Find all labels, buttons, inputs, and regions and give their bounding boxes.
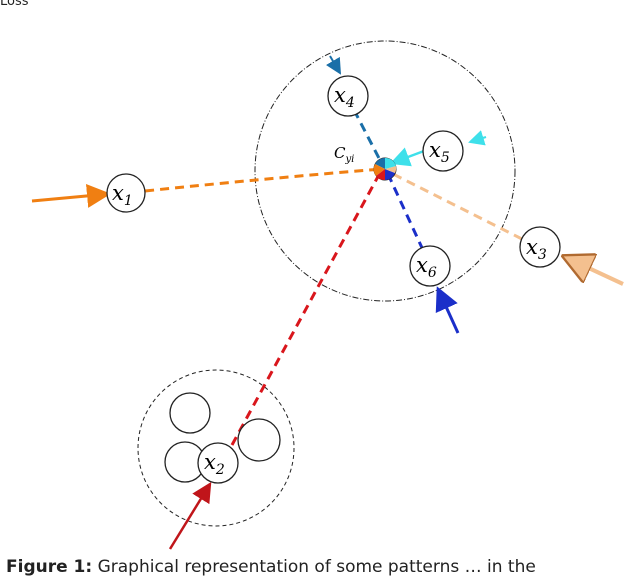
- center-marker: [373, 157, 397, 181]
- arrow-x4: [326, 55, 342, 75]
- connector-x1: [144, 167, 383, 193]
- arrow-x3: [565, 257, 624, 286]
- neighbor-circle: [169, 392, 211, 434]
- figure-caption: Figure 1: Graphical representation of so…: [6, 557, 640, 577]
- caption-text: Graphical representation of some pattern…: [92, 557, 536, 577]
- node-x1: x1: [106, 173, 146, 213]
- svg-text:x5: x5: [429, 138, 450, 166]
- arrow-x5: [468, 130, 487, 146]
- svg-text:x3: x3: [526, 235, 547, 263]
- arrow-x2: [168, 481, 212, 550]
- connector-x2: [230, 170, 383, 446]
- cluster-circle: [137, 369, 295, 527]
- node-x3: x3: [519, 226, 561, 268]
- caption-prefix: Figure 1:: [6, 557, 93, 577]
- connector-x6: [386, 173, 425, 251]
- arrow-x1: [31, 183, 111, 208]
- node-x2: x2: [197, 442, 239, 484]
- center-label: Cyi: [334, 144, 354, 165]
- node-x6: x6: [409, 245, 451, 287]
- svg-text:x6: x6: [416, 253, 437, 281]
- svg-text:x1: x1: [112, 181, 133, 209]
- connector-x3: [388, 170, 523, 241]
- header-text: Loss: [0, 0, 29, 9]
- svg-text:x2: x2: [204, 450, 225, 478]
- class-boundary-circle: [254, 40, 516, 302]
- connector-x4: [352, 109, 384, 165]
- diagram: Cyi x1 x2 x3 x4 x5 x6: [31, 40, 624, 550]
- node-x5: x5: [422, 130, 464, 172]
- node-x4: x4: [327, 75, 369, 117]
- svg-text:x4: x4: [334, 83, 355, 111]
- arrow-x5-inner: [389, 147, 425, 167]
- neighbor-circle: [237, 418, 281, 462]
- arrow-x6: [435, 286, 460, 334]
